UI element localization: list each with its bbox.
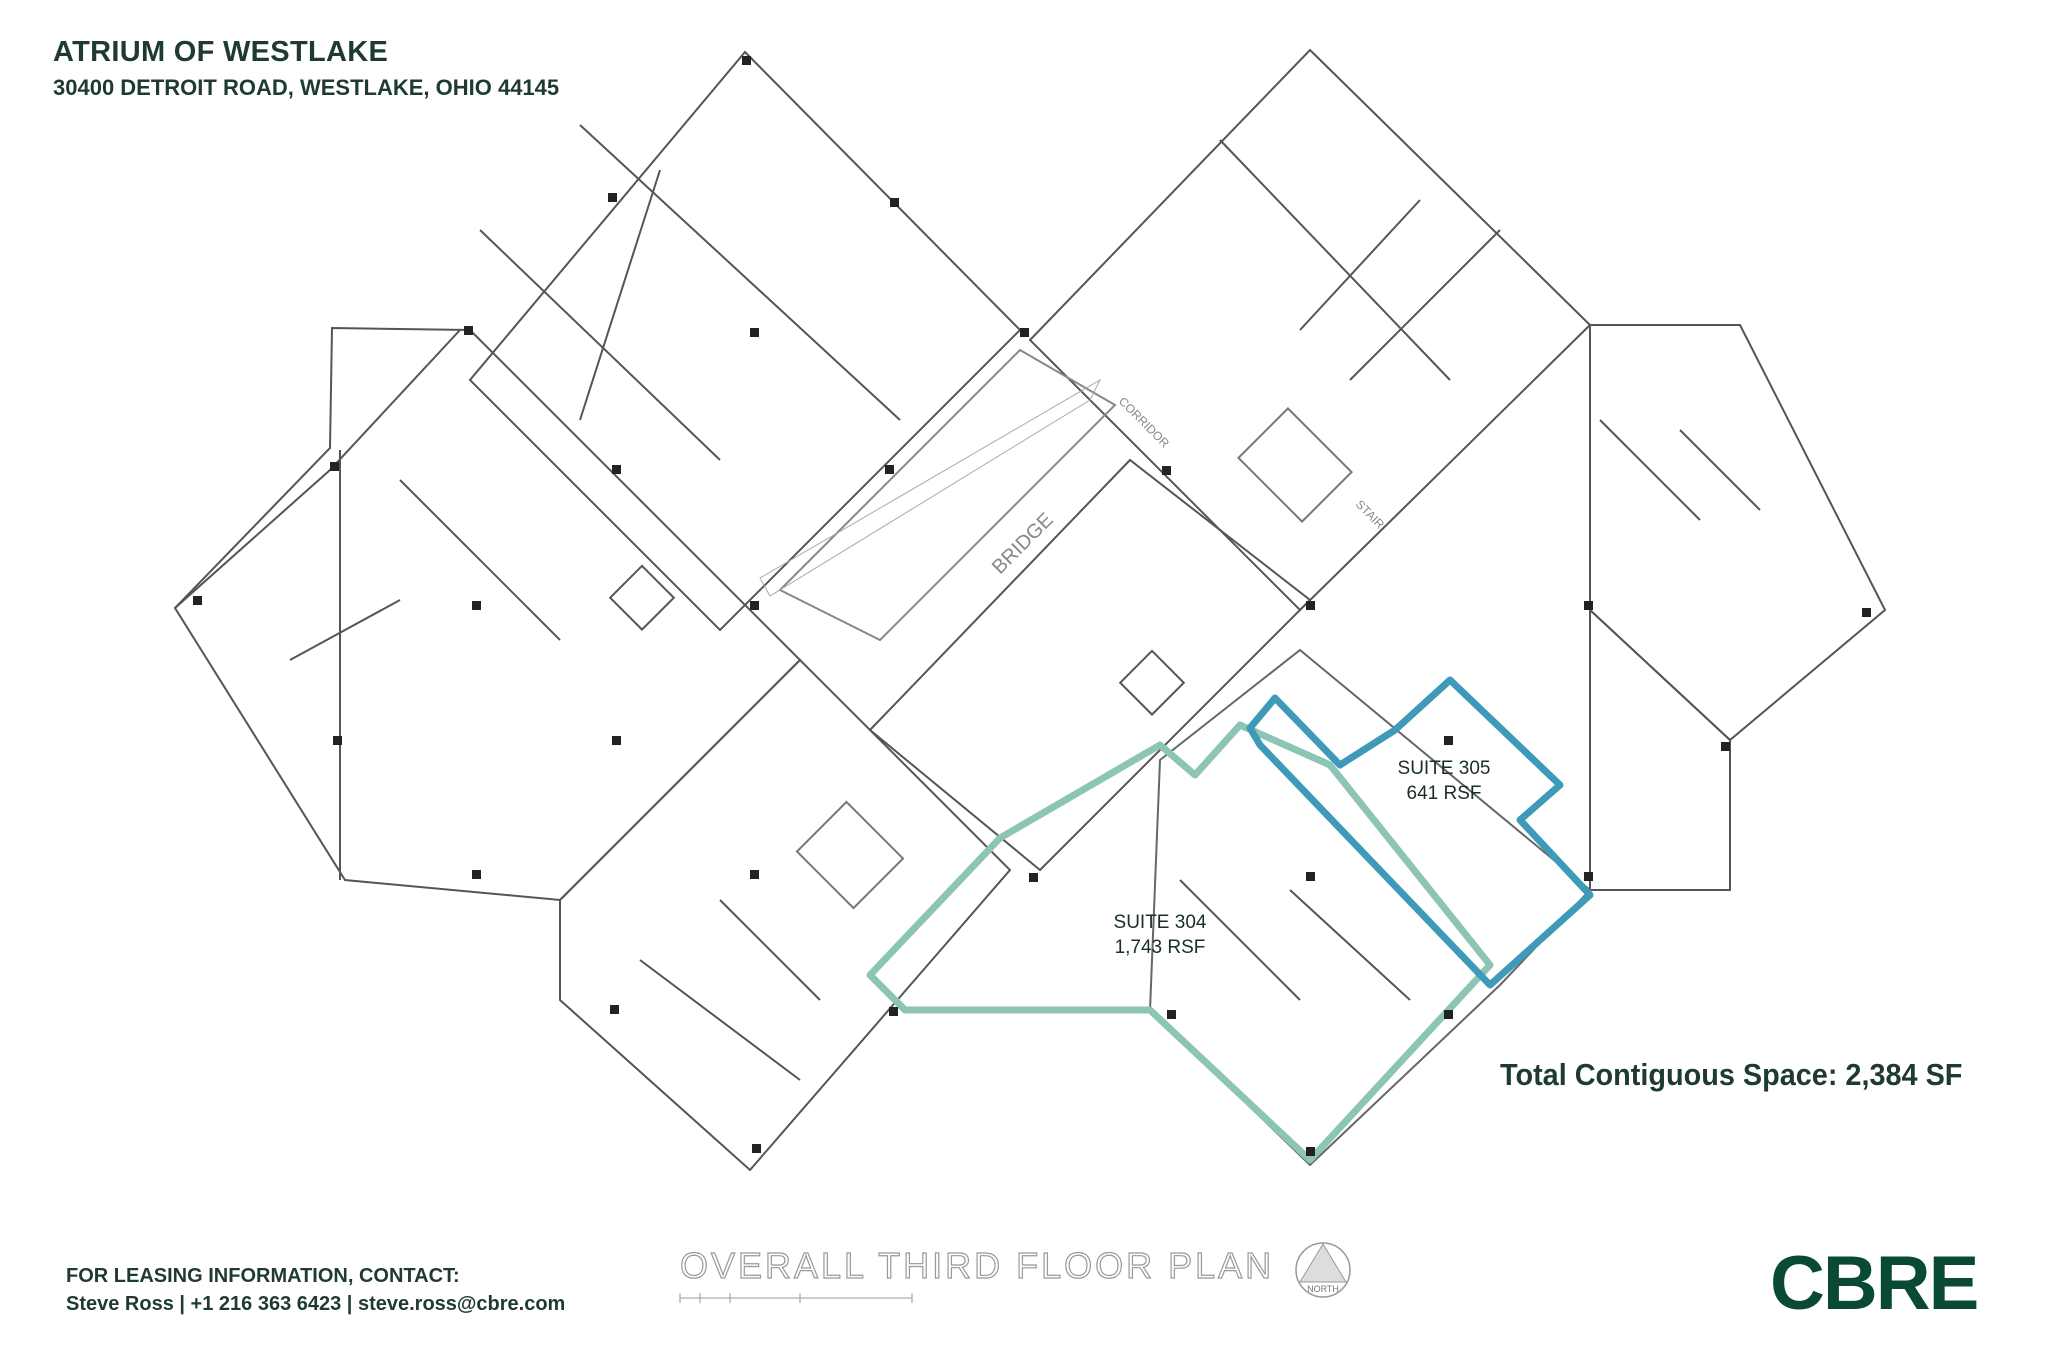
plan-walls <box>173 48 1887 1172</box>
suite-305-outline[interactable] <box>1246 676 1594 989</box>
contact-heading: FOR LEASING INFORMATION, CONTACT: <box>66 1265 460 1287</box>
header: ATRIUM OF WESTLAKE 30400 DETROIT ROAD, W… <box>53 36 559 101</box>
stair-label: STAIR <box>1353 497 1387 531</box>
building-address: 30400 DETROIT ROAD, WESTLAKE, OHIO 44145 <box>53 75 560 100</box>
north-arrow: NORTH <box>1295 1242 1351 1298</box>
contact-block: FOR LEASING INFORMATION, CONTACT: Steve … <box>66 1262 565 1318</box>
bridge-label: BRIDGE <box>988 509 1058 579</box>
suite-304-name: SUITE 304 <box>1114 912 1207 933</box>
north-label: NORTH <box>1307 1284 1339 1294</box>
suite-305-name: SUITE 305 <box>1398 758 1491 779</box>
suite-304-outline[interactable] <box>866 721 1494 1164</box>
scale-bar <box>679 1293 913 1303</box>
corridor-label: CORRIDOR <box>1116 394 1172 450</box>
column-markers <box>193 56 1871 1156</box>
contact-details[interactable]: Steve Ross | +1 216 363 6423 | steve.ros… <box>66 1293 566 1315</box>
suite-304-area: 1,743 RSF <box>1115 937 1206 958</box>
plan-caption: OVERALL THIRD FLOOR PLAN <box>680 1245 1274 1286</box>
cbre-logo: CBRE <box>1770 1241 1979 1326</box>
suite-305-area: 641 RSF <box>1407 783 1482 804</box>
building-title: ATRIUM OF WESTLAKE <box>53 36 389 68</box>
total-contiguous-space: Total Contiguous Space: 2,384 SF <box>1500 1057 1963 1092</box>
